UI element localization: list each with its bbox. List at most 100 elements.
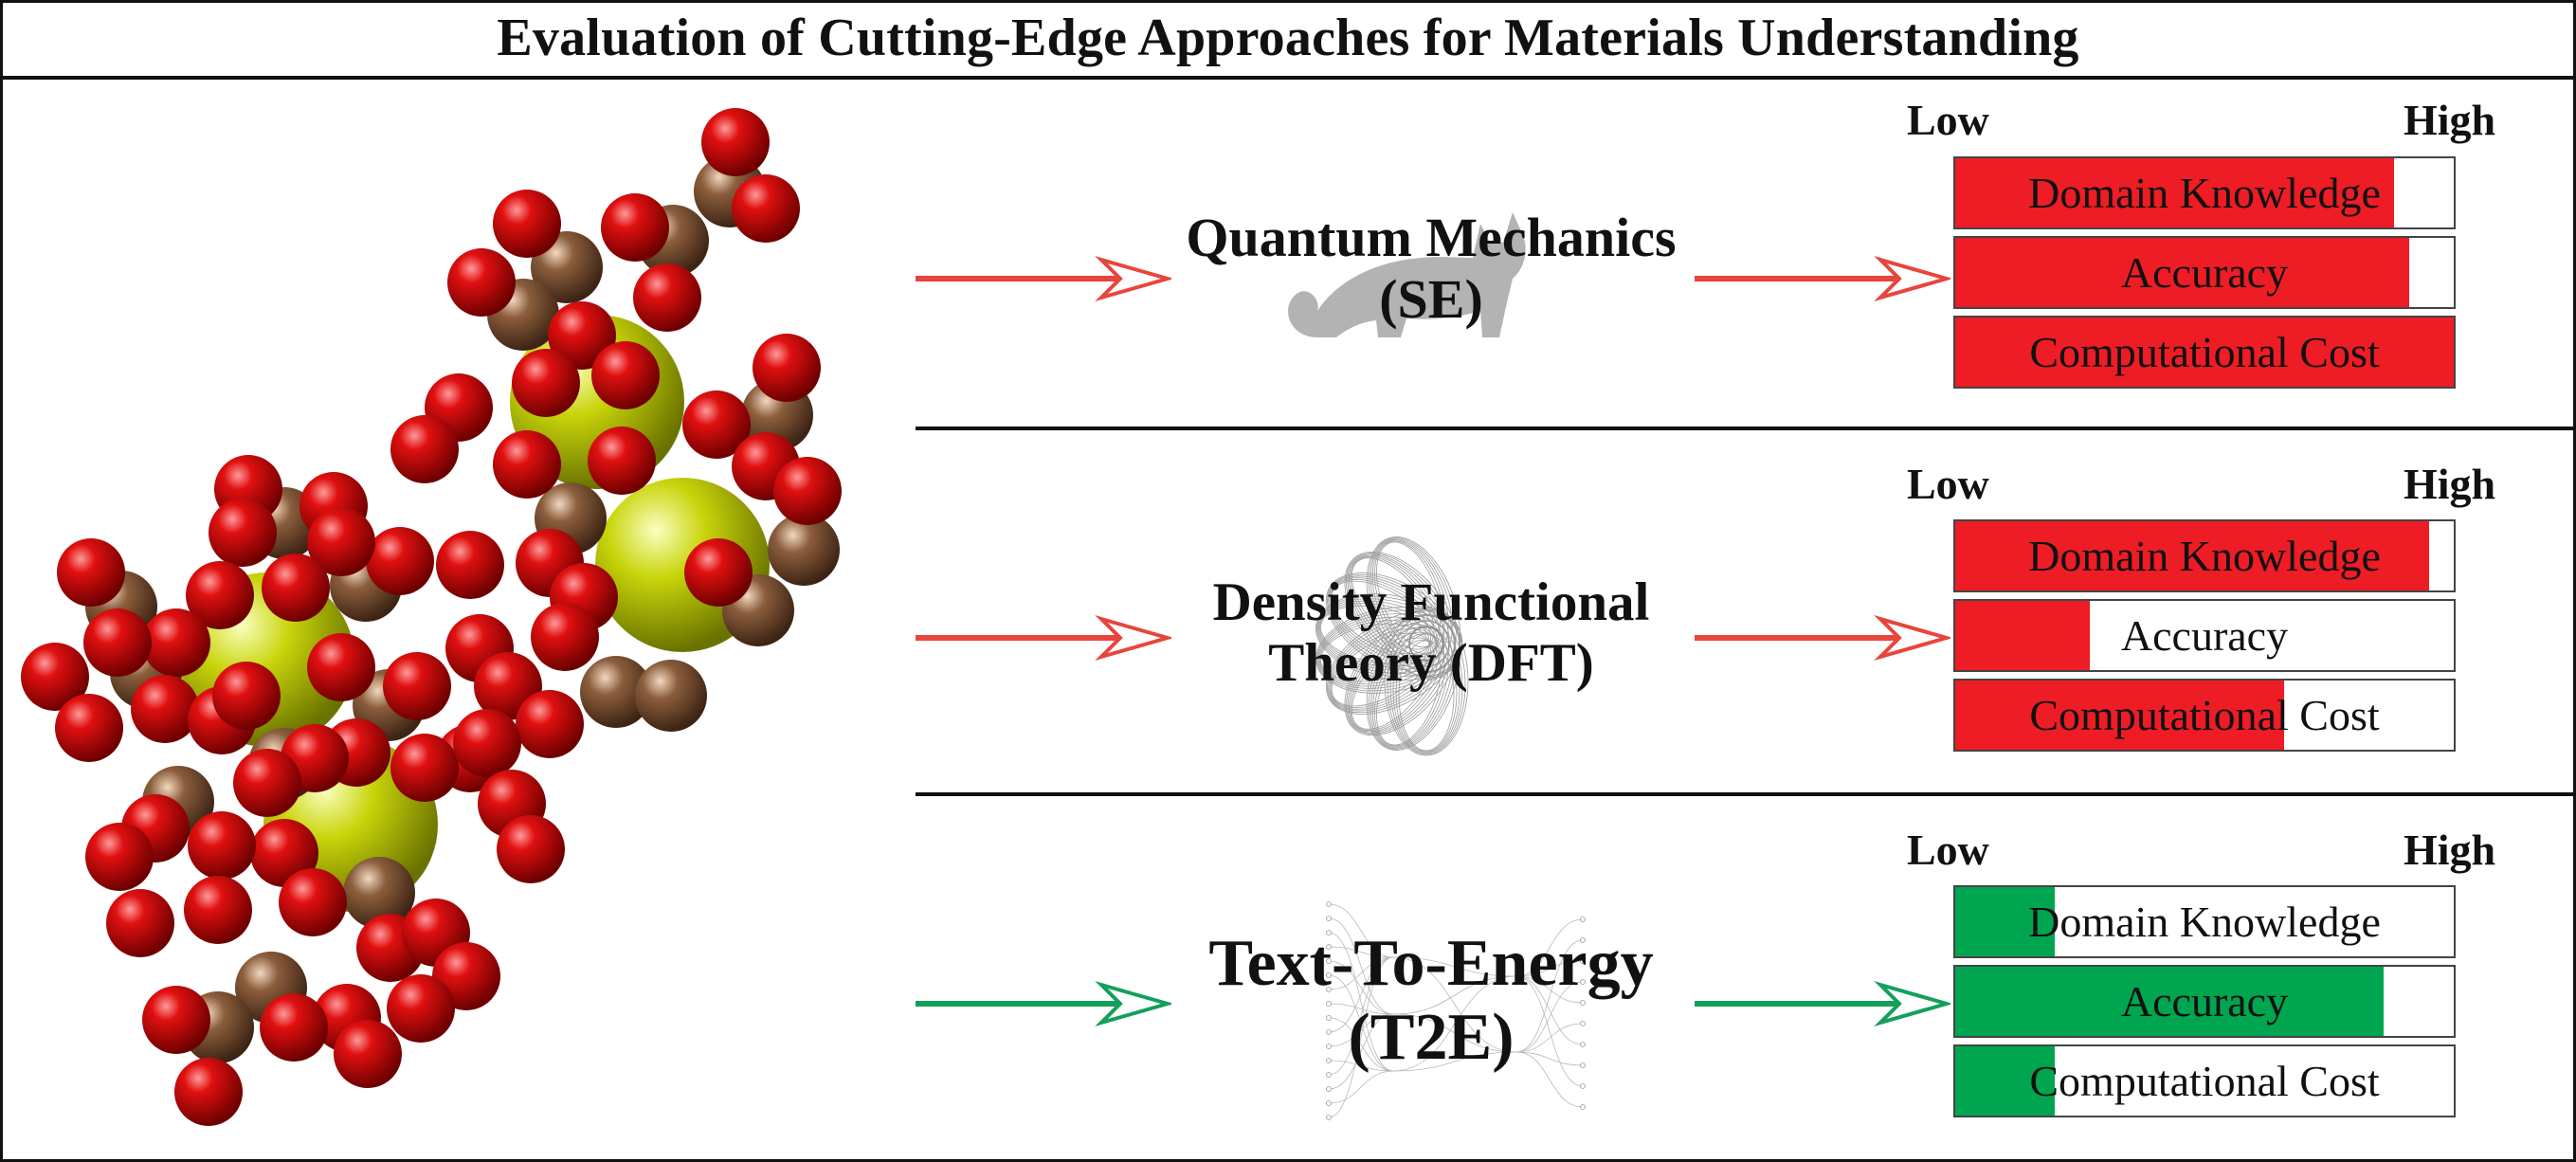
input-arrow [916, 255, 1171, 302]
oxygen-atom [85, 823, 154, 891]
oxygen-atom [209, 499, 277, 567]
network-edge [1392, 1051, 1517, 1072]
oxygen-atom [447, 248, 516, 317]
bar-fill [1955, 158, 2394, 227]
spirograph-loop [1366, 536, 1460, 680]
bar-accuracy: Accuracy [1953, 965, 2456, 1038]
network-node [1326, 1072, 1332, 1078]
spirograph-center [1408, 626, 1444, 662]
network-edge [1515, 975, 1584, 1045]
row-divider-1 [916, 427, 2576, 430]
bar-accuracy: Accuracy [1953, 236, 2456, 309]
oxygen-atom [387, 974, 455, 1043]
oxygen-atom [732, 174, 800, 243]
method-name-dft: Density Functional Theory (DFT) [1118, 572, 1744, 694]
oxygen-atom [512, 349, 580, 417]
spirograph-loop [1327, 573, 1456, 673]
network-node [1326, 1001, 1332, 1007]
oxygen-atom [21, 643, 89, 711]
network-node [1326, 1086, 1332, 1092]
carbon-atom [635, 660, 707, 732]
oxygen-atom [212, 662, 281, 730]
oxygen-atom [174, 1058, 243, 1126]
network-node [1580, 937, 1586, 943]
oxygen-atoms [21, 108, 842, 1126]
network-node [1326, 930, 1332, 935]
network-edge [1328, 946, 1394, 958]
network-node [1326, 987, 1332, 992]
oxygen-atom [591, 341, 660, 409]
oxygen-atom [184, 876, 252, 944]
oxygen-atom [250, 819, 318, 887]
network-edge [1515, 1051, 1584, 1066]
row-divider-2 [916, 792, 2576, 796]
oxygen-atom [436, 531, 504, 599]
network-edge [1328, 956, 1394, 1033]
output-arrow [1695, 614, 1950, 662]
scale-high-label: High [2404, 826, 2496, 874]
network-node [1580, 1104, 1586, 1110]
neural-network-icon [1326, 901, 1586, 1120]
bar-label: Domain Knowledge [2028, 898, 2381, 946]
bar-label: Accuracy [2120, 248, 2289, 297]
oxygen-atom [390, 734, 459, 802]
oxygen-atom [131, 675, 199, 743]
bar-fill [1955, 238, 2409, 307]
spirograph-icon [1315, 536, 1469, 756]
bar-label: Accuracy [2120, 977, 2289, 1026]
bar-label: Computational Cost [2029, 328, 2380, 376]
bar-domain-knowledge: Domain Knowledge [1953, 519, 2456, 592]
molecule-structure-icon [21, 108, 842, 1126]
oxygen-atom [83, 608, 152, 677]
bar-label: Domain Knowledge [2028, 532, 2381, 580]
spirograph-loop [1344, 551, 1460, 678]
oxygen-atom [307, 633, 375, 701]
oxygen-atom [684, 538, 753, 607]
network-node [1580, 958, 1586, 964]
figure-title: Evaluation of Cutting-Edge Approaches fo… [497, 9, 2079, 67]
oxygen-atom [493, 190, 561, 258]
spirograph-loop [1376, 541, 1442, 648]
network-node [1326, 1115, 1332, 1120]
network-edge [1515, 960, 1584, 977]
scale-low-label: Low [1907, 826, 1989, 874]
oxygen-atom [753, 334, 821, 402]
network-node [1580, 1083, 1586, 1089]
network-edge [1515, 975, 1584, 1004]
bar-domain-knowledge: Domain Knowledge [1953, 156, 2456, 229]
output-arrow [1695, 980, 1950, 1027]
network-node [1326, 1100, 1332, 1106]
oxygen-atom [701, 108, 770, 176]
scale-low-label: Low [1907, 460, 1989, 508]
network-node [1326, 1044, 1332, 1049]
output-arrow [1695, 255, 1950, 302]
oxygen-atom [262, 554, 330, 622]
network-edge [1328, 1017, 1394, 1072]
network-node [1580, 917, 1586, 922]
network-edge [1328, 956, 1394, 1118]
network-edge [1328, 956, 1394, 990]
spirograph-loop [1368, 537, 1457, 673]
network-node [1580, 1021, 1586, 1026]
oxygen-atom [188, 811, 256, 880]
carbon-atom [768, 514, 840, 586]
network-edge [1392, 956, 1517, 1053]
bar-fill [1955, 681, 2285, 750]
oxygen-atom [633, 263, 701, 332]
bar-domain-knowledge: Domain Knowledge [1953, 885, 2456, 958]
spirograph-loop [1345, 553, 1455, 672]
cat-silhouette-icon [1288, 212, 1526, 337]
network-edge [1392, 1013, 1517, 1053]
spirograph-loop [1370, 538, 1453, 667]
network-edge [1515, 1023, 1584, 1053]
network-edge [1328, 1060, 1394, 1072]
network-edge [1328, 932, 1394, 1072]
oxygen-atom [497, 815, 565, 883]
oxygen-atom [493, 430, 561, 499]
network-node [1326, 944, 1332, 950]
oxygen-atom [366, 527, 434, 595]
method-name-line2: (T2E) [1348, 1001, 1515, 1075]
bar-label: Domain Knowledge [2028, 169, 2381, 217]
method-name-line1: Text-To-Energy [1208, 927, 1654, 1000]
